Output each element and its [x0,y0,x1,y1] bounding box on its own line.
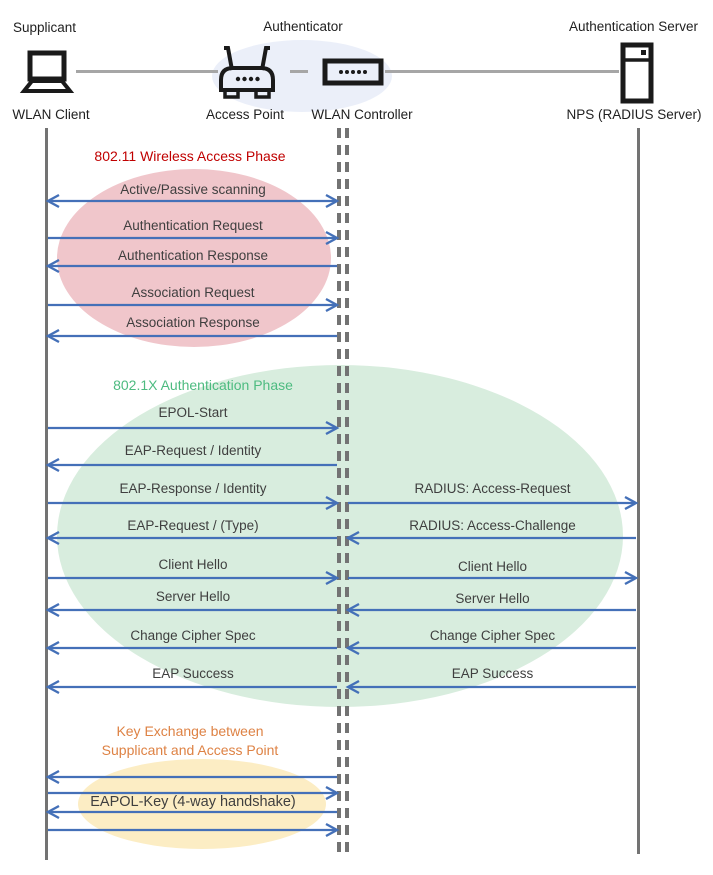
message-label: EAP Success [152,666,234,681]
message-arrow-right [48,785,340,801]
message-label: Change Cipher Spec [130,628,256,643]
connector-client-ap [76,70,218,73]
lifeline-wlan-client [45,128,48,860]
lifeline-nps-server [637,128,640,854]
phase1-title: 802.11 Wireless Access Phase [94,148,286,164]
message-label: EAP-Request / (Type) [127,518,259,533]
role-label-authenticator: Authenticator [263,19,343,34]
message-label: Client Hello [158,557,228,572]
server-icon [620,42,654,104]
message-arrow-left [45,530,337,546]
message-arrow-left [345,602,636,618]
message-label: Authentication Request [123,218,263,233]
message-label: EAP-Response / Identity [119,481,267,496]
message-label: EAP-Request / Identity [124,443,262,458]
message-arrow-left [345,640,636,656]
message-arrow-left [45,640,337,656]
message-arrow-right [48,495,340,511]
message-arrow-right [48,822,340,838]
message-arrow-right [48,570,340,586]
message-arrow-right [48,230,340,246]
access-point-icon [219,46,275,99]
message-label: EPOL-Start [158,405,228,420]
message-label: Association Response [126,315,260,330]
message-label: EAPOL-Key (4-way handshake) [90,794,296,810]
wlan-controller-icon [322,58,384,86]
message-arrow-right [348,570,639,586]
connector-controller-server [385,70,619,73]
message-arrow-left [345,679,636,695]
phase2-title: 802.1X Authentication Phase [113,377,293,393]
node-label-access-point: Access Point [205,107,285,122]
message-arrow-both [45,193,340,209]
lifeline-wlan-controller-left [337,128,341,854]
message-arrow-right [48,297,340,313]
message-label: Server Hello [155,589,231,604]
message-label: Active/Passive scanning [120,182,266,197]
node-label-wlan-controller: WLAN Controller [311,107,413,122]
phase3-title-line2: Supplicant and Access Point [101,742,279,758]
role-label-supplicant: Supplicant [13,20,77,35]
message-label: RADIUS: Access-Challenge [409,518,576,533]
message-arrow-left [345,530,636,546]
connector-ap-controller [290,70,308,73]
message-arrow-left [45,769,337,785]
message-arrow-right [48,420,340,436]
message-arrow-left [45,258,337,274]
node-label-nps-radius-server: NPS (RADIUS Server) [566,107,702,122]
message-label: Client Hello [457,559,528,574]
phase1-ellipse [57,169,331,347]
message-arrow-left [45,679,337,695]
message-label: Association Request [131,285,255,300]
message-arrow-left [45,804,337,820]
message-label: EAP Success [451,666,534,681]
node-label-wlan-client: WLAN Client [12,107,90,122]
phase3-title-line1: Key Exchange between [116,723,264,739]
authenticator-ellipse [212,40,392,112]
phase3-ellipse [78,759,326,849]
lifeline-wlan-controller-right [345,128,349,854]
message-label: Authentication Response [117,248,269,263]
message-arrow-right [348,495,639,511]
message-arrow-left [45,328,337,344]
message-label: Change Cipher Spec [429,628,556,643]
message-arrow-left [45,602,337,618]
laptop-icon [19,50,75,93]
message-label: Server Hello [455,591,530,606]
role-label-authentication-server: Authentication Server [568,19,699,34]
message-label: RADIUS: Access-Request [414,481,571,496]
message-arrow-left [45,457,337,473]
